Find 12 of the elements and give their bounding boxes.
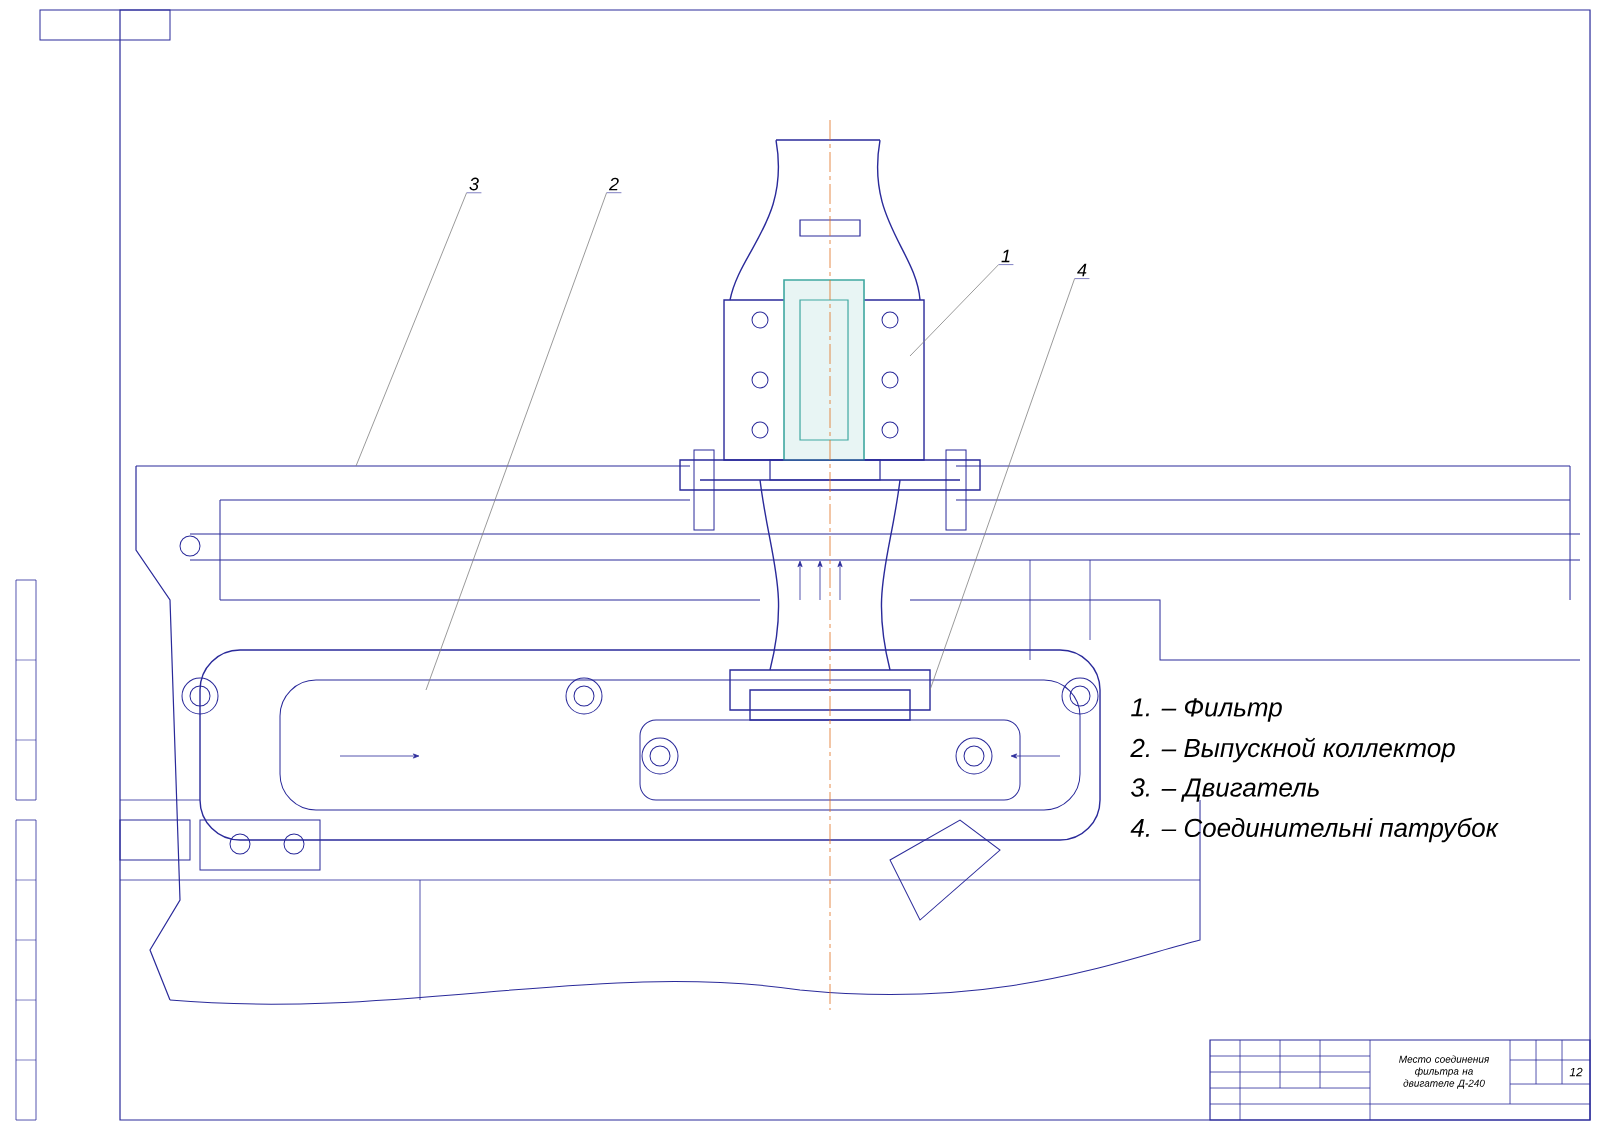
callout-number: 1 <box>998 249 1014 265</box>
leader-line <box>355 192 467 467</box>
legend-line: 1. – Фильтр <box>1131 698 1282 722</box>
callout-number: 4 <box>1074 263 1090 279</box>
legend-line: 4. – Соединительні патрубок <box>1130 817 1499 843</box>
legend-line: 3. – Двигатель <box>1131 778 1319 802</box>
leader-line <box>929 278 1075 691</box>
callout-number: 3 <box>466 177 482 194</box>
leader-line <box>425 192 607 691</box>
legend-line: 2. – Выпускной коллектор <box>1130 737 1455 763</box>
callout-number: 2 <box>606 177 622 193</box>
leader-line <box>909 264 999 357</box>
